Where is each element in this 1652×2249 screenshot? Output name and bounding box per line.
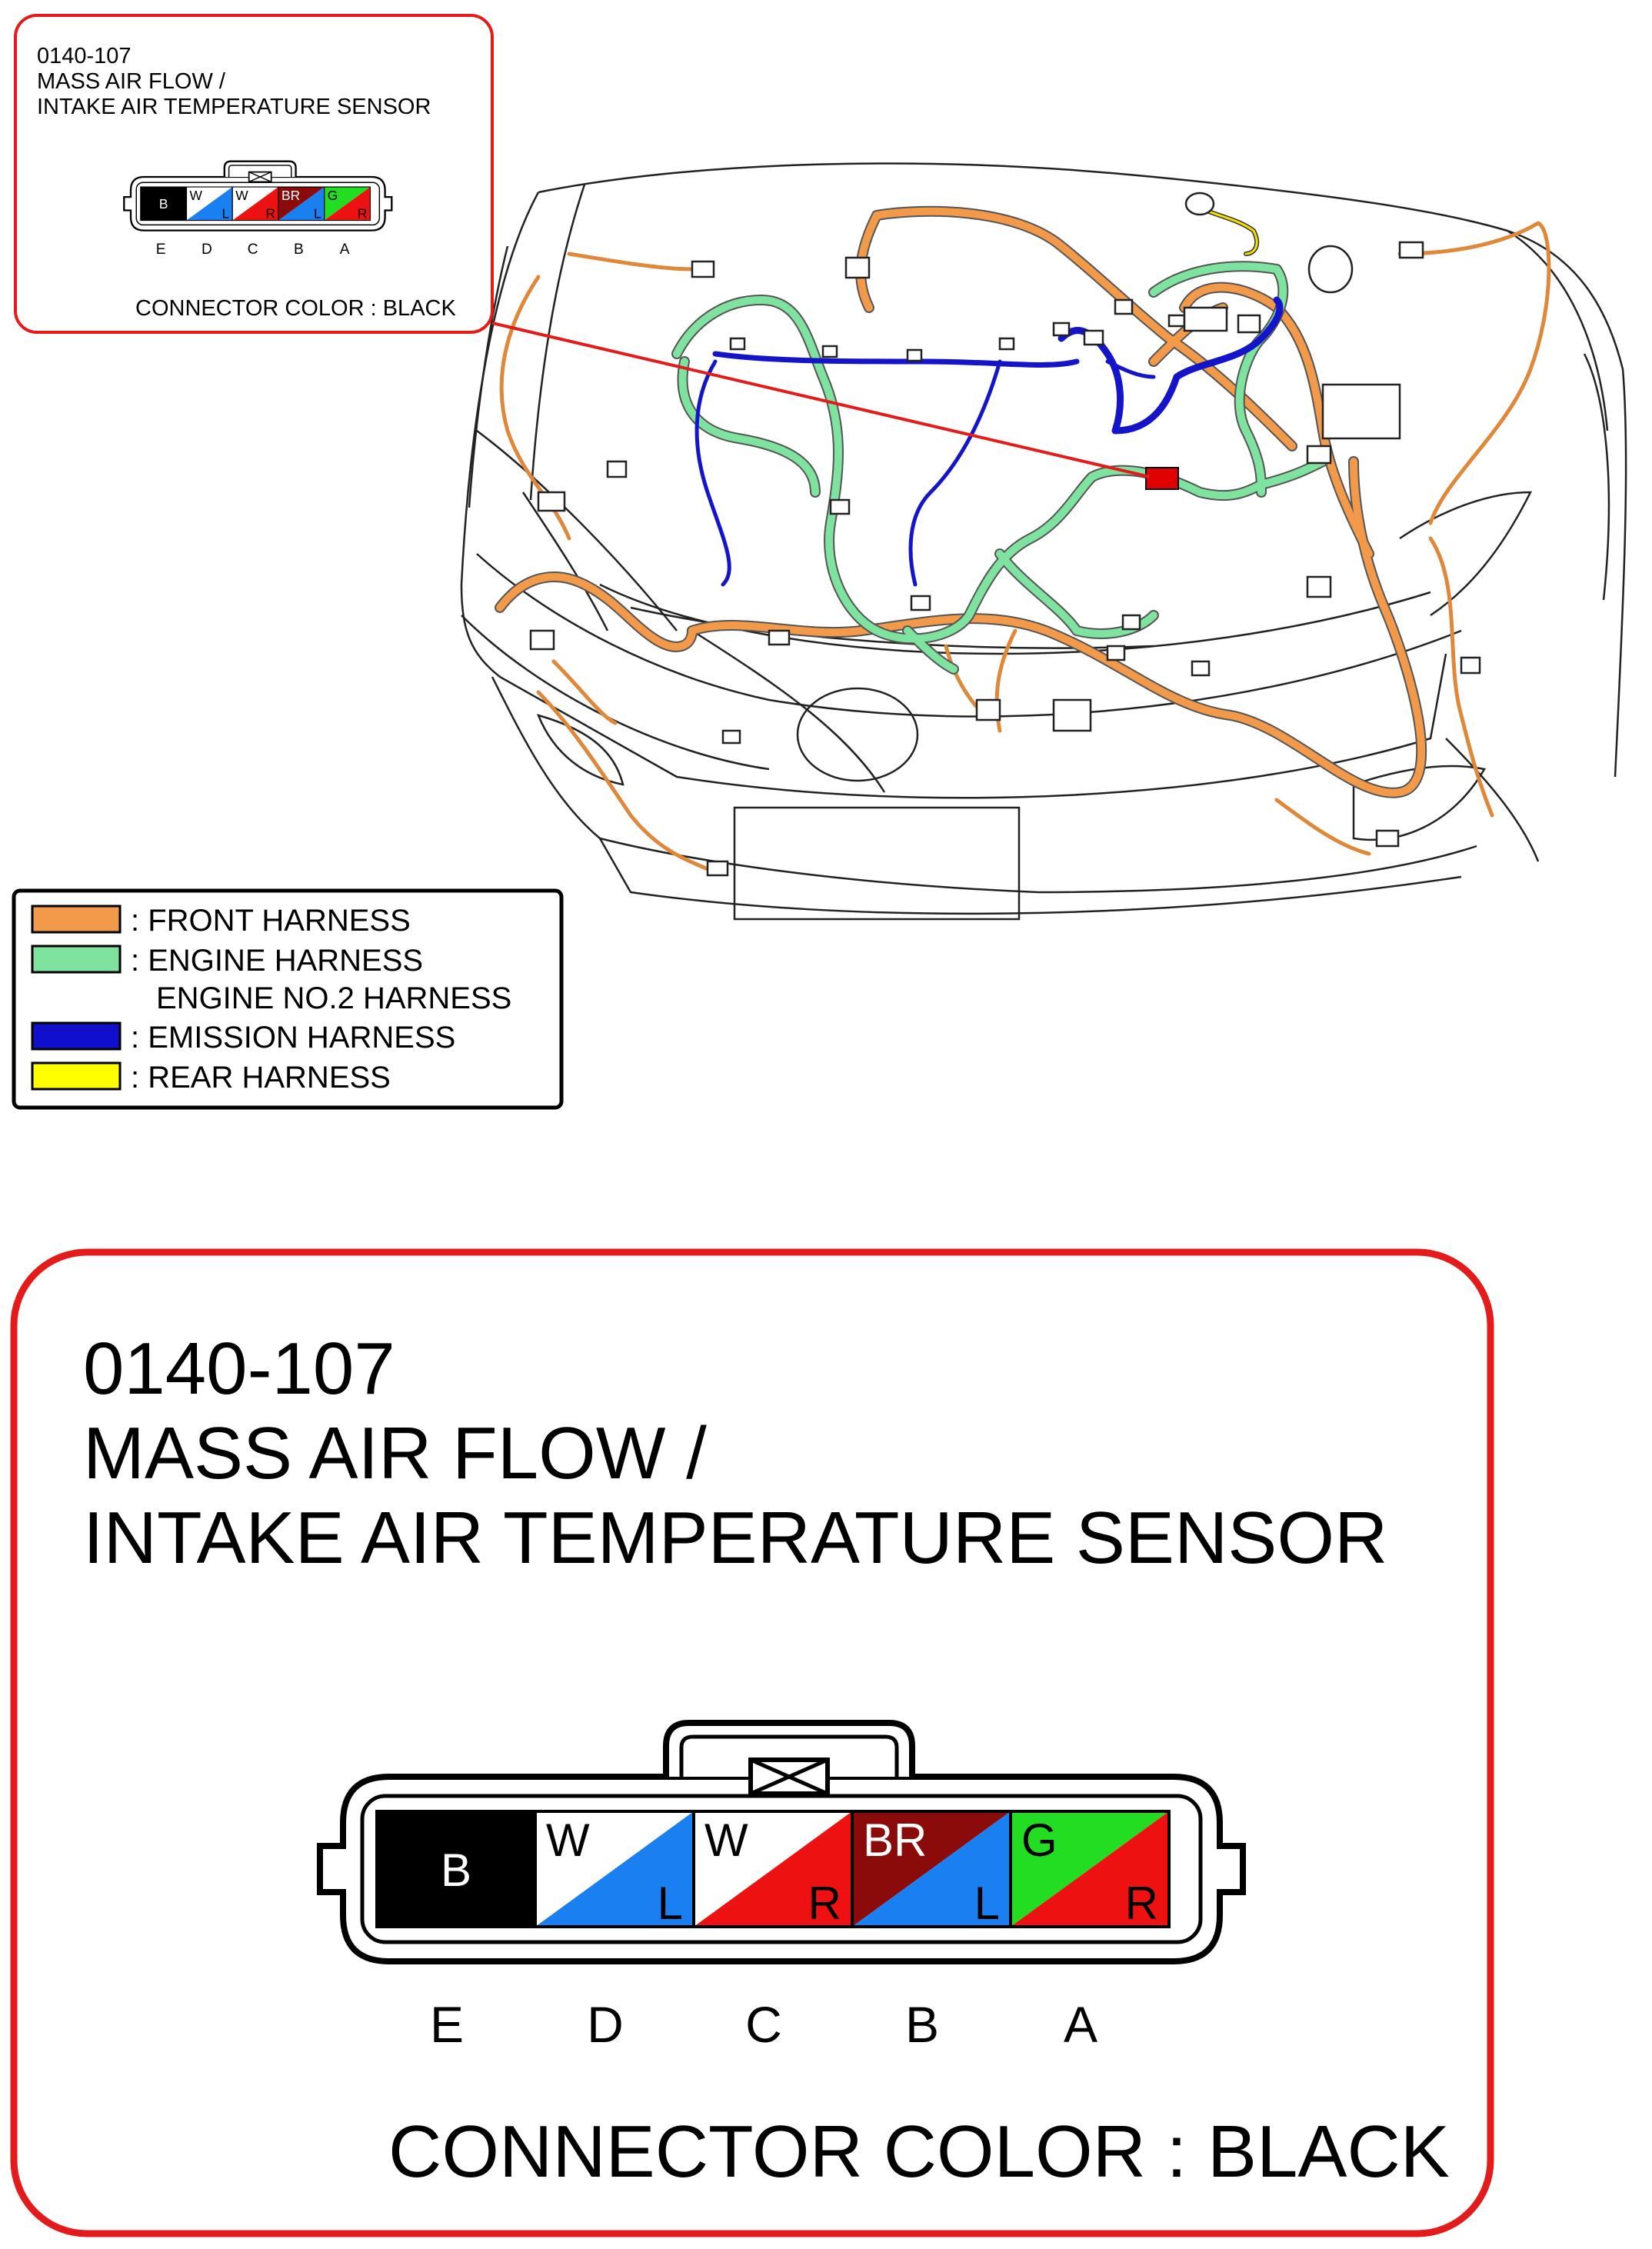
small-connector-pin-C-top-label: W (235, 188, 248, 203)
small-connector-pin-D-top-label: W (190, 188, 203, 203)
vehicle-outline (460, 162, 1627, 921)
legend-label-front: : FRONT HARNESS (131, 904, 411, 938)
small-connector-pin-E: B (140, 186, 188, 222)
legend-swatch-front (31, 905, 122, 934)
large-connector-pin-A-top-label: G (1021, 1814, 1057, 1866)
rear-harness (1197, 205, 1260, 256)
large-connector-pin-position-B: B (905, 1996, 939, 2053)
large-connector-pin-D-bottom-label: L (658, 1877, 683, 1929)
legend-label-rear: : REAR HARNESS (131, 1061, 391, 1095)
small-connector-pin-position-C: C (248, 242, 258, 258)
large-connector-pin-D: WL (534, 1810, 695, 1929)
large-connector-pin-D-top-label: W (546, 1814, 590, 1866)
small-connector-pin-A: GR (324, 186, 371, 222)
legend-label-engine-no2: ENGINE NO.2 HARNESS (156, 981, 511, 1015)
front-harness (495, 205, 1551, 871)
small-connector-pin-position-D: D (202, 242, 212, 258)
small-connector-pin-E-top-label: B (159, 196, 168, 212)
legend-swatch-engine (31, 945, 122, 974)
legend-label-emission: : EMISSION HARNESS (131, 1021, 455, 1055)
small-connector-name-line1: MASS AIR FLOW / (37, 69, 226, 94)
large-connector-pin-position-C: C (745, 1996, 782, 2053)
emission-harness (694, 296, 1284, 587)
large-callout-box: 0140-107 MASS AIR FLOW / INTAKE AIR TEMP… (10, 1248, 1494, 2237)
large-connector-name-line2: INTAKE AIR TEMPERATURE SENSOR (83, 1497, 1387, 1579)
large-connector-pin-C-top-label: W (704, 1814, 748, 1866)
large-connector-pin-B-top-label: BR (863, 1814, 927, 1866)
small-connector-pin-B-top-label: BR (281, 188, 300, 203)
small-connector-pin-B-bottom-label: L (314, 206, 321, 222)
small-connector-pin-B: BR L (278, 186, 325, 222)
small-connector-pin-position-A: A (340, 242, 350, 258)
small-connector-pin-D-bottom-label: L (222, 206, 230, 222)
harness-connectors (529, 192, 1481, 877)
legend-swatch-rear (31, 1061, 122, 1091)
small-callout-box: 0140-107 MASS AIR FLOW / INTAKE AIR TEMP… (14, 14, 494, 334)
large-connector-pin-position-D: D (587, 1996, 624, 2053)
large-connector-id: 0140-107 (83, 1328, 395, 1410)
large-connector-pin-B: BR L (851, 1810, 1012, 1929)
maf-connector-highlight[interactable] (1145, 467, 1179, 490)
callout-leader-line (491, 322, 1151, 478)
large-connector-pin-A: GR (1009, 1810, 1171, 1929)
small-connector-pin-A-bottom-label: R (358, 206, 368, 222)
small-connector-id: 0140-107 (37, 44, 132, 68)
large-connector-pin-A-bottom-label: R (1125, 1877, 1158, 1929)
large-connector-name-line1: MASS AIR FLOW / (83, 1412, 707, 1494)
small-connector-pin-position-B: B (294, 242, 304, 258)
legend-label-engine: : ENGINE HARNESS (131, 944, 423, 978)
large-connector-pin-C: WR (692, 1810, 854, 1929)
harness-legend: : FRONT HARNESS : ENGINE HARNESS ENGINE … (12, 888, 564, 1110)
small-connector-pin-D: WL (185, 186, 233, 222)
small-connector-pin-position-E: E (156, 242, 166, 258)
large-connector-pin-position-A: A (1064, 1996, 1097, 2053)
small-connector-pin-C: WR (231, 186, 279, 222)
large-connector-color: CONNECTOR COLOR : BLACK (388, 2111, 1450, 2193)
small-connector-pin-A-top-label: G (328, 188, 338, 203)
large-connector-pin-E-top-label: B (441, 1844, 471, 1896)
small-connector-color: CONNECTOR COLOR : BLACK (135, 296, 456, 321)
large-connector-pin-E: B (375, 1810, 537, 1928)
legend-swatch-emission (31, 1021, 122, 1051)
large-connector-pin-position-E: E (430, 1996, 464, 2053)
small-connector-pin-C-bottom-label: R (265, 206, 275, 222)
large-connector-pin-C-bottom-label: R (808, 1877, 841, 1929)
large-connector-pin-B-bottom-label: L (974, 1877, 1000, 1929)
small-connector-name-line2: INTAKE AIR TEMPERATURE SENSOR (37, 95, 431, 119)
